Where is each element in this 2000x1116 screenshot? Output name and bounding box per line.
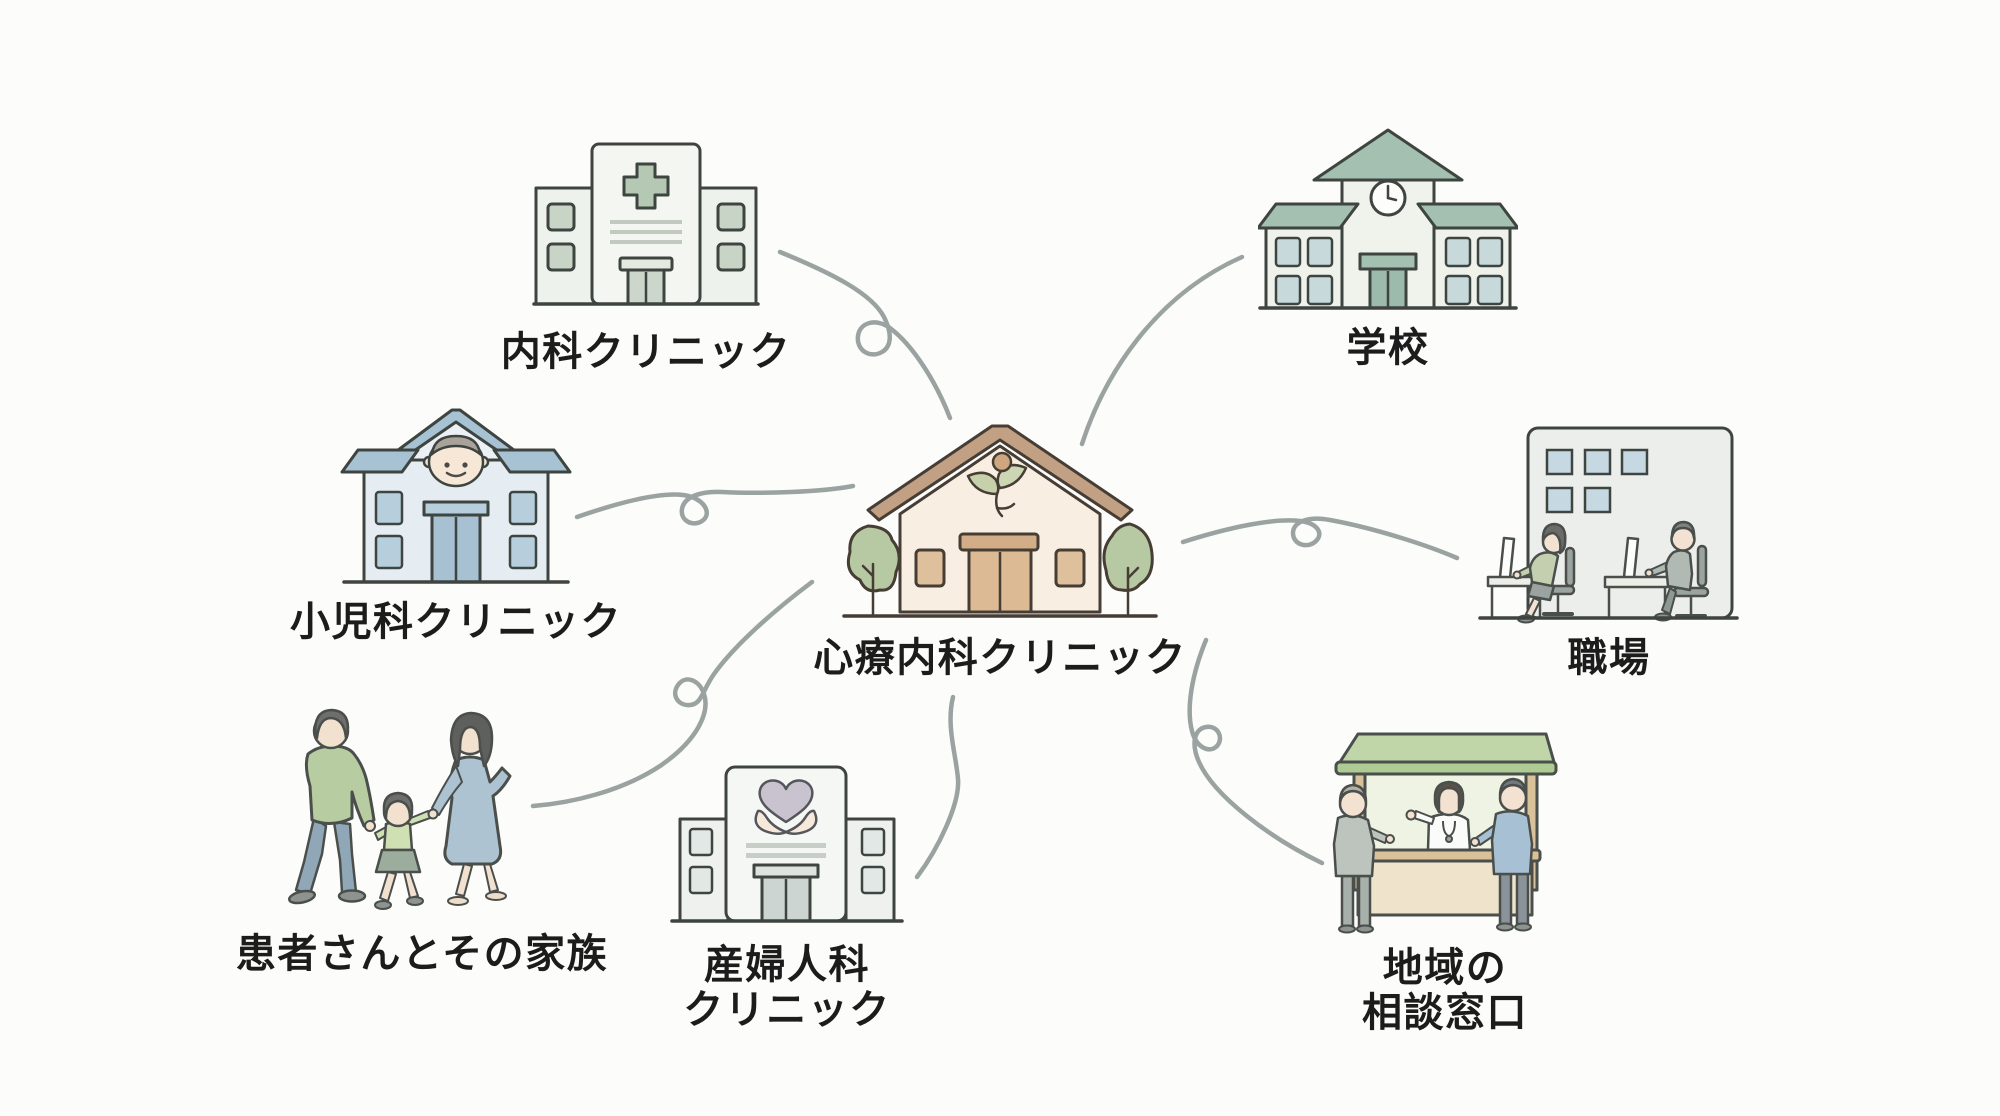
house-clinic-with-sprout-icon (842, 424, 1158, 618)
connector-center-to-naika (777, 249, 953, 421)
connector-center-to-pediatrics (574, 483, 856, 526)
consultation-booth-icon (1332, 732, 1558, 934)
connector-center-to-community (1187, 637, 1325, 866)
connector-center-to-workplace (1180, 516, 1460, 561)
label-obgyn-line2: クリニック (683, 987, 891, 1032)
walking-family-icon (287, 708, 512, 910)
node-obgyn-clinic: 産婦人科 クリニック (668, 763, 906, 1032)
label-obgyn-line1: 産婦人科 (704, 943, 870, 987)
label-community-line2: 相談窓口 (1362, 990, 1528, 1035)
label-community-consultation: 地域の 相談窓口 (1362, 946, 1528, 1036)
pediatric-clinic-with-baby-face-icon (340, 408, 572, 584)
node-community-consultation: 地域の 相談窓口 (1328, 726, 1562, 1035)
label-obgyn-clinic: 産婦人科 クリニック (683, 943, 891, 1033)
node-psychosomatic-clinic: 心療内科クリニック (813, 418, 1185, 680)
node-school: 学校 (1258, 122, 1518, 370)
label-school: 学校 (1346, 326, 1430, 370)
school-building-with-clock-icon (1258, 128, 1518, 310)
hospital-with-cross-icon (532, 142, 760, 306)
connector-center-to-obgyn (914, 694, 961, 880)
node-workplace: 職場 (1478, 424, 1740, 680)
label-psychosomatic-clinic: 心療内科クリニック (813, 636, 1187, 680)
office-workers-at-desks-icon (1478, 426, 1739, 624)
node-pediatric-clinic: 小児科クリニック (290, 404, 621, 644)
node-internal-medicine-clinic: 内科クリニック (501, 140, 790, 374)
label-workplace: 職場 (1567, 636, 1651, 680)
label-internal-medicine-clinic: 内科クリニック (500, 330, 792, 374)
connector-center-to-family (530, 579, 815, 809)
node-patient-family: 患者さんとその家族 (236, 702, 607, 976)
label-patient-family: 患者さんとその家族 (235, 932, 609, 976)
label-pediatric-clinic: 小児科クリニック (290, 600, 622, 644)
connector-center-to-school (1079, 254, 1245, 447)
label-community-line1: 地域の (1382, 946, 1508, 990)
clinic-with-heart-in-hands-icon (670, 765, 904, 923)
